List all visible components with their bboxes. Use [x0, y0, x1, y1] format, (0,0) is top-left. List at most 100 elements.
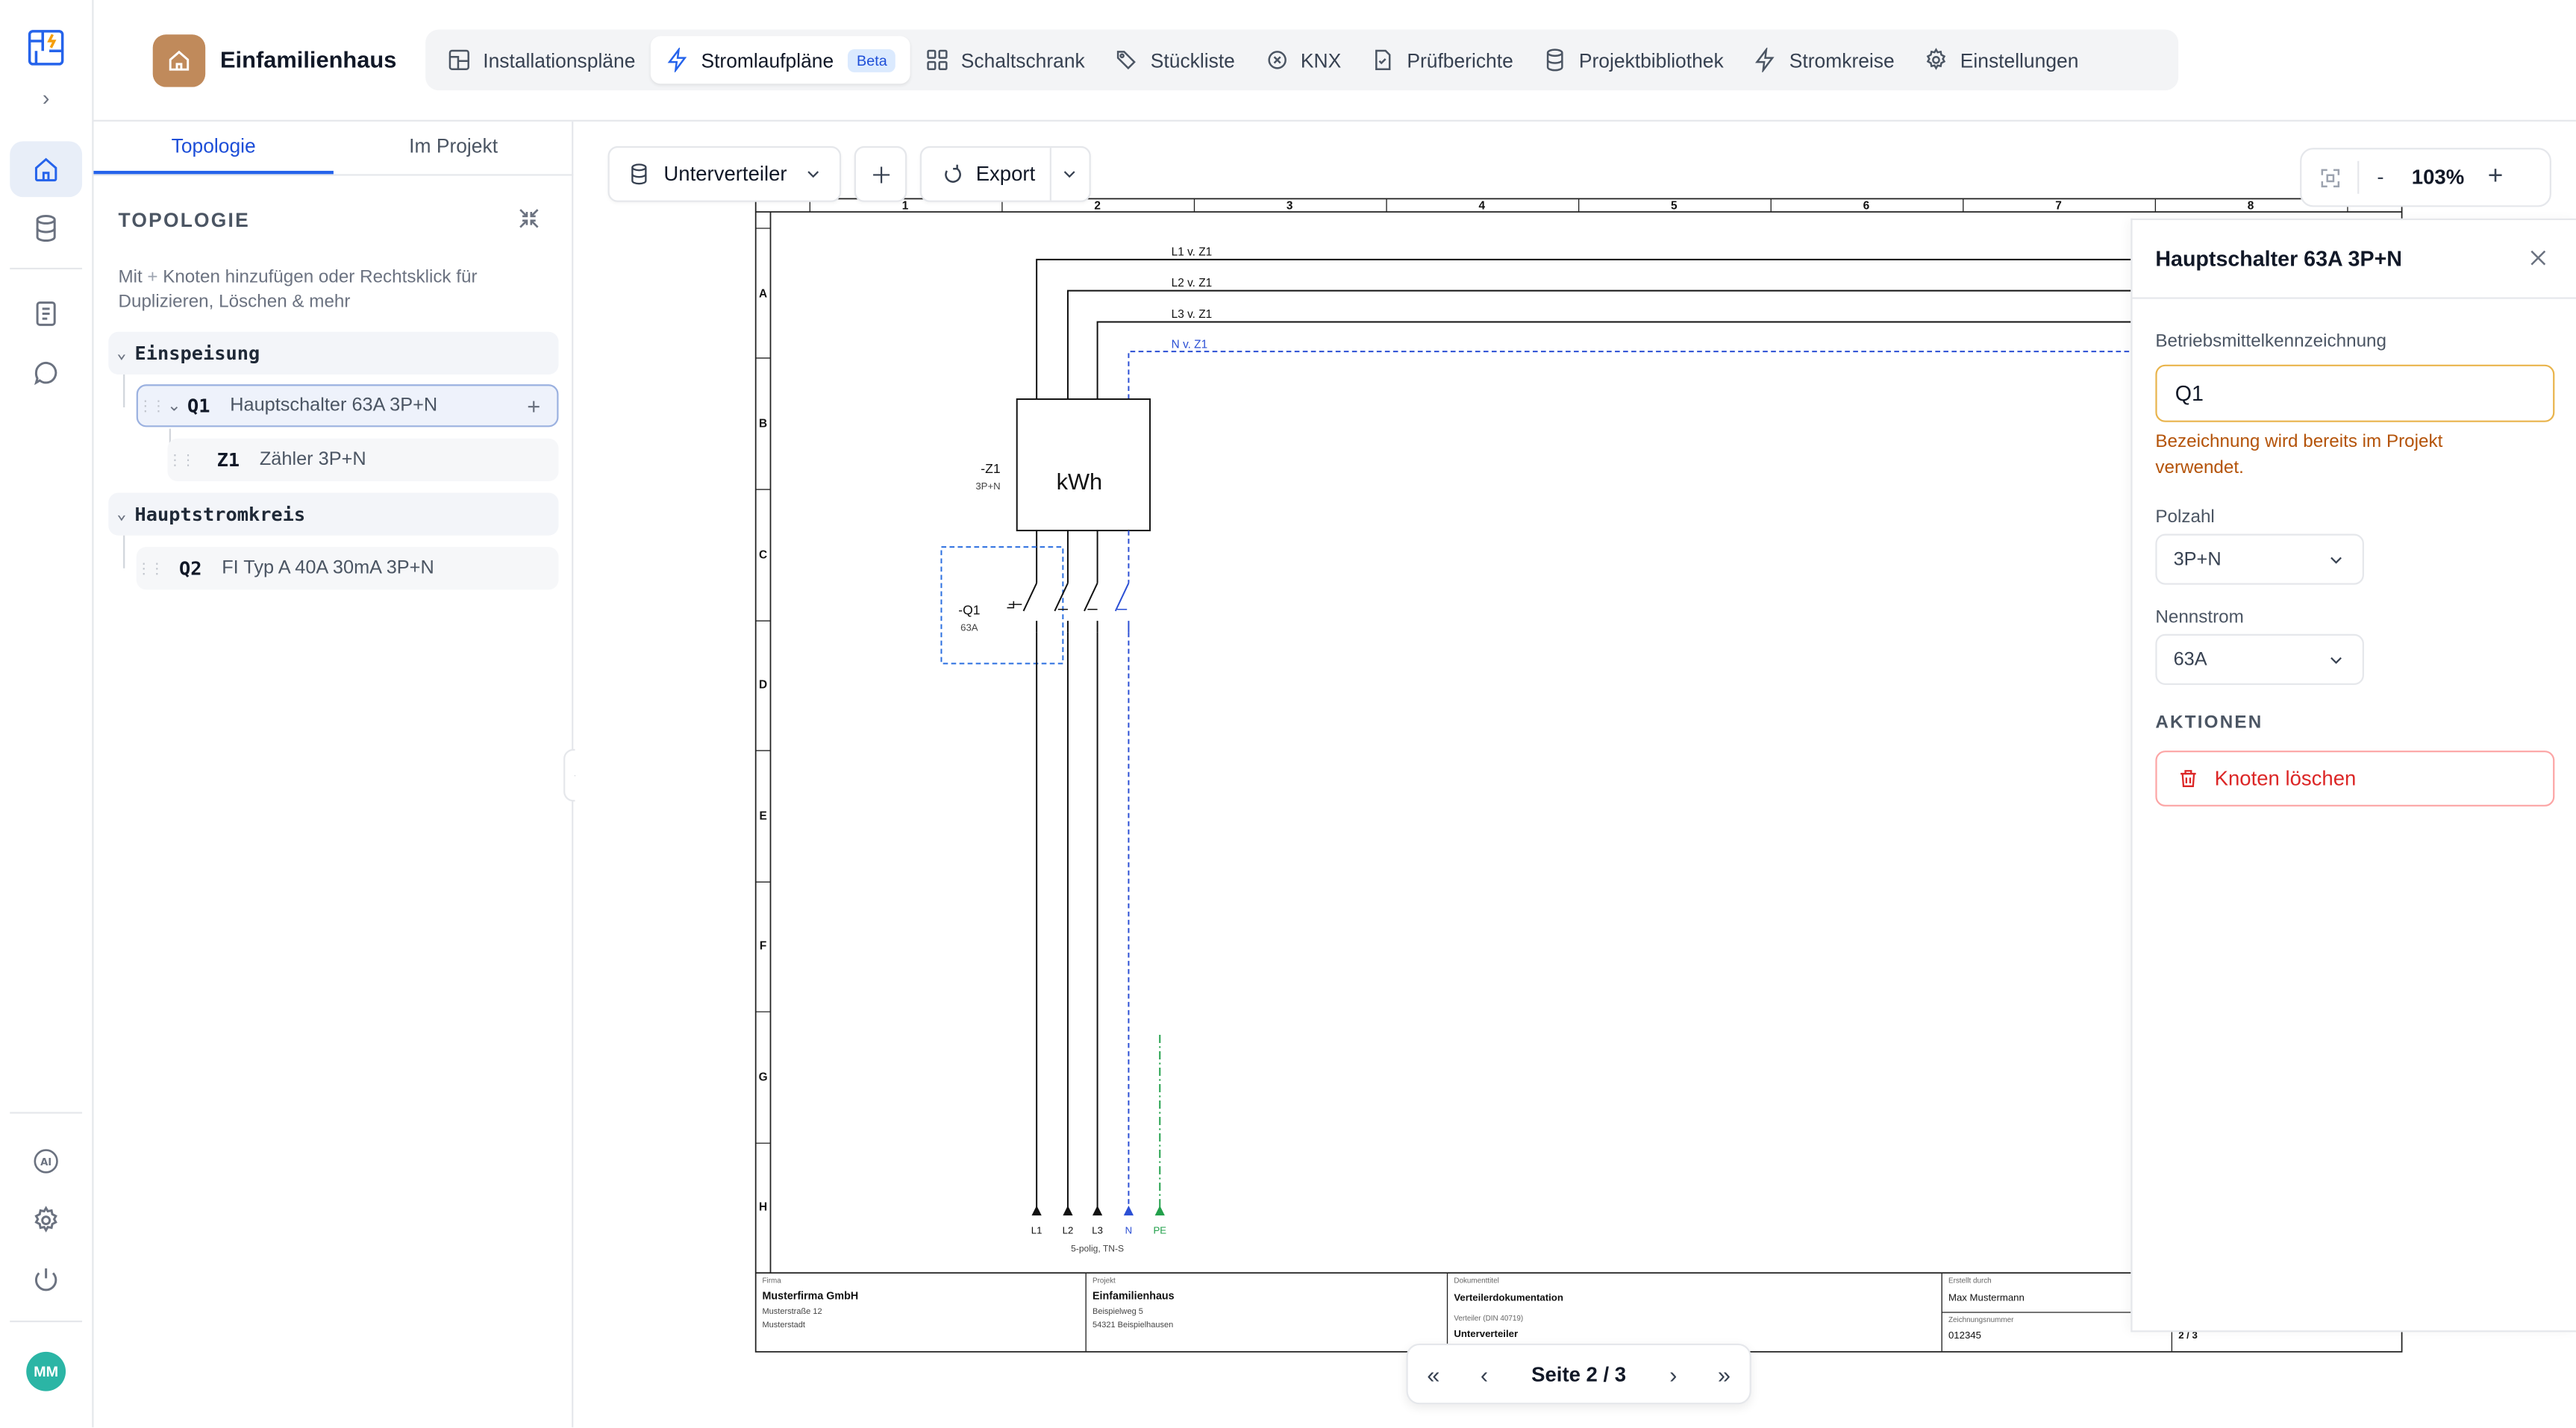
- database-nav-button[interactable]: [10, 201, 82, 257]
- tab-knx[interactable]: KNX: [1250, 36, 1356, 84]
- group-label: Einspeisung: [134, 341, 260, 365]
- nenn-label: Nennstrom: [2155, 607, 2244, 627]
- tab-installationsplaene[interactable]: Installationspläne: [432, 36, 650, 84]
- tab-label: Einstellungen: [1960, 48, 2079, 72]
- last-page-button[interactable]: »: [1717, 1360, 1731, 1388]
- tb-firma-addr2: Musterstadt: [762, 1321, 804, 1330]
- column-label: 7: [2055, 200, 2062, 213]
- tab-label: Stromlaufpläne: [701, 48, 834, 72]
- zoom-control: - 103% +: [2300, 148, 2551, 207]
- tab-label: Stromkreise: [1789, 48, 1895, 72]
- neutral-line: [1128, 351, 2131, 399]
- user-avatar[interactable]: MM: [26, 1351, 66, 1391]
- next-page-button[interactable]: ›: [1669, 1360, 1678, 1388]
- add-child-icon[interactable]: +: [527, 392, 541, 419]
- column-label: 2: [1094, 200, 1101, 213]
- panel-title: Hauptschalter 63A 3P+N: [2132, 220, 2576, 299]
- sheet-frame: [754, 198, 2403, 1353]
- add-sheet-button[interactable]: [854, 145, 907, 202]
- terminal-label: N: [1125, 1224, 1133, 1236]
- terminal-note: 5-polig, TN-S: [1071, 1244, 1124, 1254]
- prev-page-button[interactable]: ‹: [1480, 1360, 1489, 1388]
- home-icon: [34, 157, 57, 182]
- terminal-arrows: [1031, 1205, 1165, 1216]
- zoom-out-button[interactable]: -: [2377, 166, 2384, 190]
- chat-nav-button[interactable]: [10, 345, 82, 401]
- row-label: E: [759, 810, 766, 823]
- switch-tag: -Q1: [958, 602, 980, 617]
- ai-nav-button[interactable]: AI: [10, 1133, 82, 1189]
- group-einspeisung[interactable]: ⌄ Einspeisung: [108, 331, 559, 375]
- tab-stromlaufplaene[interactable]: Stromlaufpläne Beta: [650, 36, 910, 84]
- row-label: B: [759, 417, 767, 430]
- tb-page: 2 / 3: [2178, 1330, 2198, 1341]
- hint-text-pre: Mit: [118, 267, 143, 288]
- chevron-down-icon: [2330, 657, 2342, 664]
- nennstrom-value: 63A: [2173, 649, 2207, 670]
- collapse-all-icon[interactable]: [516, 205, 542, 231]
- hint-text-post: Knoten hinzufügen oder Rechtsklick für D…: [118, 267, 478, 313]
- tab-stueckliste[interactable]: Stückliste: [1100, 36, 1250, 84]
- documents-nav-button[interactable]: [10, 286, 82, 342]
- row-label: D: [759, 678, 767, 691]
- nennstrom-select[interactable]: 63A: [2155, 633, 2364, 686]
- database-icon: [1547, 48, 1563, 72]
- tree-node-z1[interactable]: ⋮⋮ Z1 Zähler 3P+N: [167, 438, 559, 482]
- switch-selection-box[interactable]: [940, 546, 1064, 665]
- row-label: G: [759, 1071, 768, 1084]
- group-hauptstromkreis[interactable]: ⌄ Hauptstromkreis: [108, 492, 559, 536]
- terminal-label: PE: [1153, 1224, 1166, 1236]
- tab-einstellungen[interactable]: Einstellungen: [1910, 36, 2094, 84]
- sheet-select[interactable]: Unterverteiler: [607, 145, 842, 202]
- grid-icon: [927, 49, 948, 70]
- home-nav-button[interactable]: [10, 141, 83, 198]
- gear-icon: [34, 1206, 57, 1233]
- close-icon[interactable]: [2527, 246, 2550, 269]
- polzahl-select[interactable]: 3P+N: [2155, 533, 2364, 585]
- tab-topologie[interactable]: Topologie: [93, 122, 334, 175]
- tb-projekt: Einfamilienhaus: [1092, 1290, 1175, 1302]
- row-label: F: [760, 939, 766, 952]
- rail-expand-icon[interactable]: ›: [42, 85, 50, 110]
- tb-verteiler: Unterverteiler: [1454, 1328, 1518, 1339]
- topology-hint: Mit+Knoten hinzufügen oder Rechtsklick f…: [119, 266, 529, 316]
- project-icon[interactable]: [152, 34, 206, 87]
- tree-line: [123, 374, 125, 407]
- tab-im-projekt[interactable]: Im Projekt: [409, 134, 498, 158]
- export-button[interactable]: Export: [919, 145, 1091, 202]
- chevron-down-icon[interactable]: ⌄: [167, 396, 181, 415]
- bmk-input[interactable]: [2155, 364, 2555, 422]
- plus-icon: [872, 166, 890, 183]
- logout-nav-button[interactable]: [10, 1252, 82, 1308]
- phase-lines: [1036, 258, 2131, 399]
- drag-handle-icon[interactable]: ⋮⋮: [137, 396, 166, 413]
- pol-label: Polzahl: [2155, 507, 2215, 527]
- terminal-label: L1: [1031, 1224, 1042, 1236]
- delete-node-button[interactable]: Knoten löschen: [2155, 751, 2555, 807]
- tab-pruefberichte[interactable]: Prüfberichte: [1356, 36, 1528, 84]
- drag-handle-icon[interactable]: ⋮⋮: [167, 451, 196, 468]
- tree-node-q1[interactable]: ⋮⋮ ⌄ Q1 Hauptschalter 63A 3P+N +: [136, 384, 559, 428]
- tb-doc: Verteilerdokumentation: [1454, 1292, 1563, 1303]
- sheet-select-value: Unterverteiler: [663, 162, 787, 186]
- drag-handle-icon[interactable]: ⋮⋮: [136, 559, 164, 576]
- app-logo-icon[interactable]: [26, 28, 66, 67]
- fit-screen-icon[interactable]: [2318, 165, 2342, 190]
- titleblock-grid: [1085, 1273, 2173, 1352]
- zoom-in-button[interactable]: +: [2487, 162, 2504, 191]
- meter-symbol[interactable]: [1016, 398, 1151, 532]
- settings-nav-button[interactable]: [10, 1192, 82, 1248]
- tab-schaltschrank[interactable]: Schaltschrank: [910, 36, 1100, 84]
- tab-projektbibliothek[interactable]: Projektbibliothek: [1528, 36, 1739, 84]
- column-label: 6: [1863, 200, 1870, 213]
- first-page-button[interactable]: «: [1427, 1360, 1440, 1388]
- chevron-down-icon[interactable]: [1060, 164, 1079, 184]
- export-icon: [945, 163, 961, 182]
- tab-stromkreise[interactable]: Stromkreise: [1739, 36, 1910, 84]
- lightning-icon: [667, 47, 687, 72]
- chevron-down-icon[interactable]: ⌄: [116, 344, 127, 363]
- chevron-down-icon[interactable]: ⌄: [116, 504, 127, 524]
- sidebar-tabs: Topologie Im Projekt: [93, 122, 574, 176]
- tree-node-q2[interactable]: ⋮⋮ Q2 FI Typ A 40A 30mA 3P+N: [136, 547, 559, 590]
